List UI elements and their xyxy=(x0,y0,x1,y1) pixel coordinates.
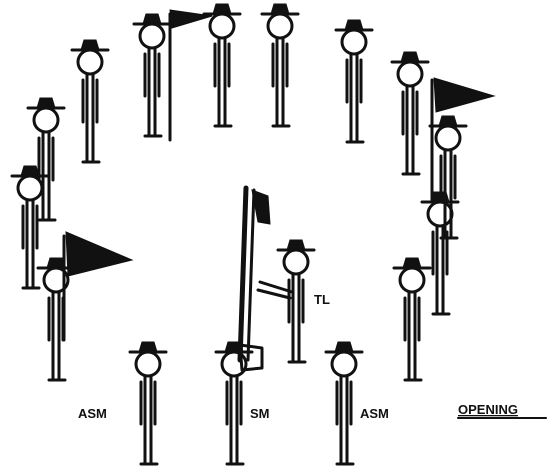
scout-right-4 xyxy=(394,258,430,380)
center-flag xyxy=(240,188,270,370)
scout-right-1 xyxy=(392,52,428,174)
scout-left-2 xyxy=(12,166,48,288)
scout-top-2 xyxy=(204,4,240,126)
caption-label: OPENING xyxy=(458,402,518,417)
scout-right-3 xyxy=(422,192,458,314)
tl-label: TL xyxy=(314,292,330,307)
scout-asm-right xyxy=(326,342,362,464)
scout-top-left xyxy=(72,40,108,162)
patrol-flag-left xyxy=(64,232,132,340)
tl-arms xyxy=(258,282,292,298)
scout-top-4 xyxy=(336,20,372,142)
scout-sm xyxy=(216,342,252,464)
scout-asm-left xyxy=(130,342,166,464)
scout-right-2 xyxy=(430,116,466,238)
patrol-flag-top xyxy=(170,10,212,140)
sm-label: SM xyxy=(250,406,270,421)
asm-left-label: ASM xyxy=(78,406,107,421)
scout-top-1 xyxy=(134,14,170,136)
asm-right-label: ASM xyxy=(360,406,389,421)
scout-top-3 xyxy=(262,4,298,126)
scout-tl xyxy=(278,240,314,362)
